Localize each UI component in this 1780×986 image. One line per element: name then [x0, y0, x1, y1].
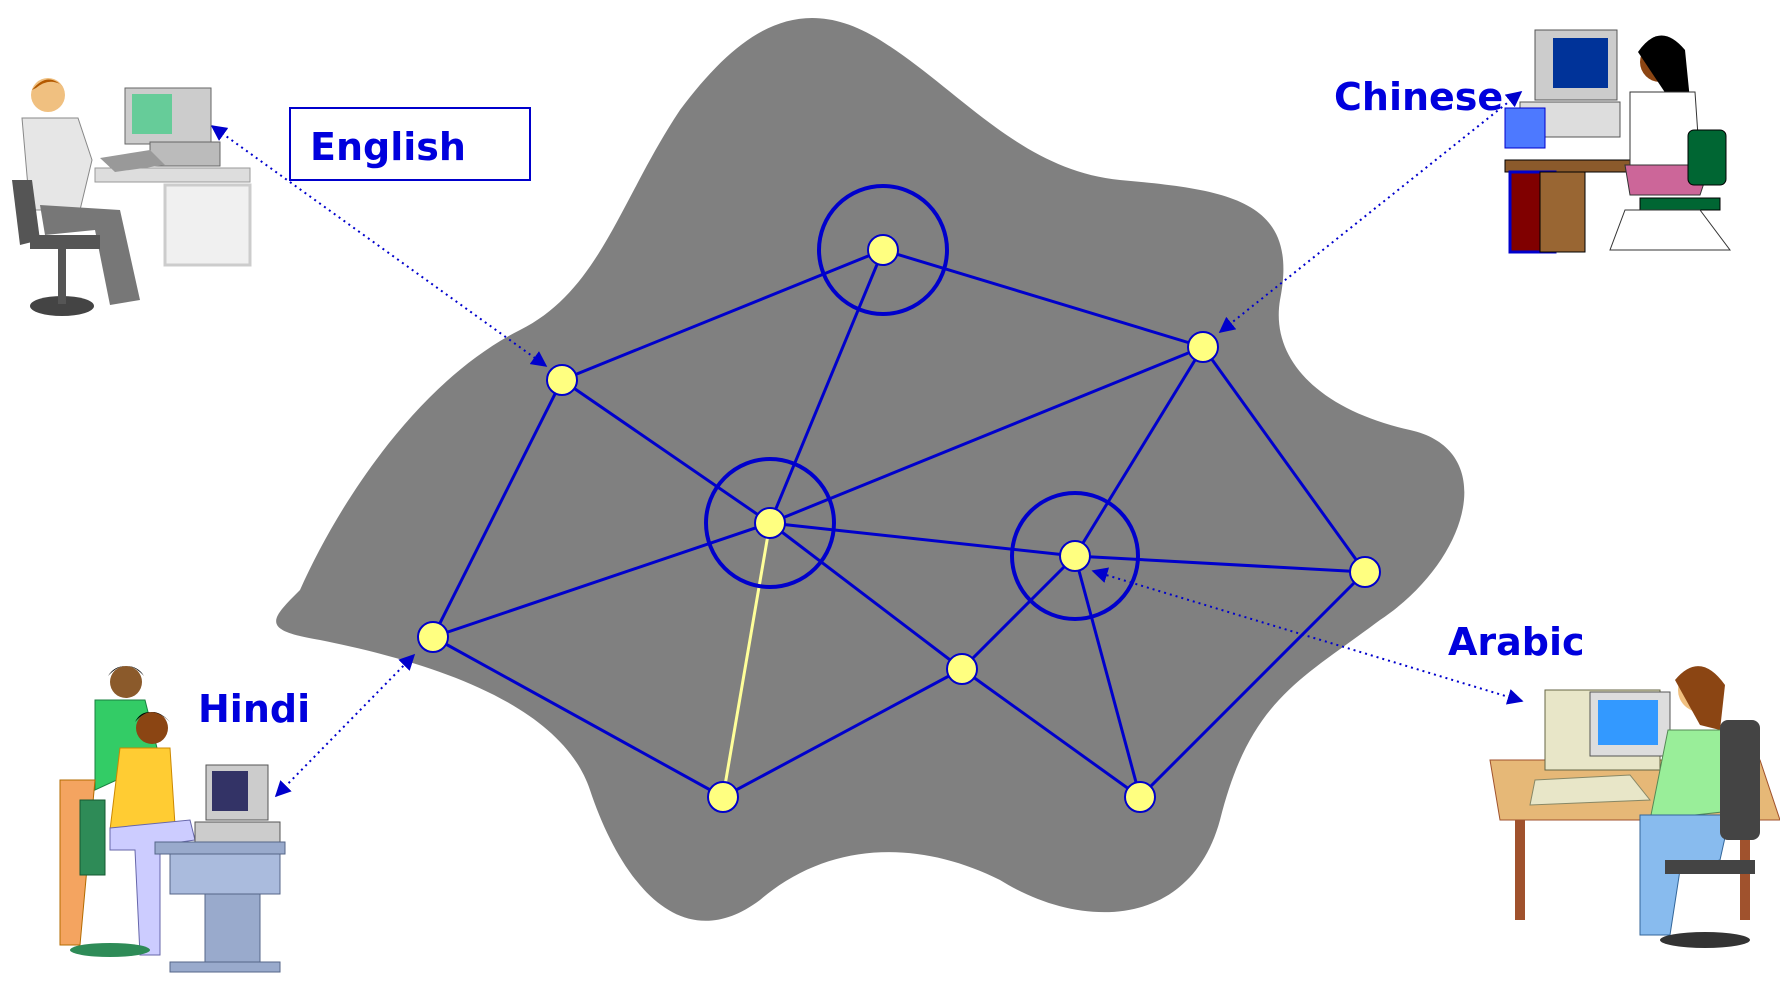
arabic-user-illustration	[1489, 666, 1780, 948]
english-connection	[210, 125, 548, 367]
hindi-standing-head	[110, 666, 142, 698]
network-link	[432, 521, 771, 639]
chinese-screen	[1553, 38, 1608, 88]
network-link	[769, 345, 1204, 525]
network-link	[882, 248, 1204, 349]
network-link	[768, 249, 885, 524]
arabic-label: Arabic	[1448, 620, 1585, 664]
chinese-drawers	[1539, 171, 1586, 253]
english-user-illustration	[12, 78, 252, 316]
user-connections	[210, 91, 1524, 798]
network-link	[1073, 346, 1205, 557]
chinese-label: Chinese	[1334, 75, 1503, 119]
network-node	[1349, 556, 1381, 588]
arabic-chair-base	[1660, 932, 1750, 948]
english-trousers	[40, 205, 140, 305]
hindi-chair-back	[79, 799, 106, 876]
hindi-desk-pedestal	[204, 893, 261, 965]
english-head	[31, 78, 65, 112]
hub-ring	[1010, 491, 1140, 621]
network-link	[432, 635, 724, 799]
chinese-connection	[1218, 91, 1523, 333]
hindi-chair-base	[70, 943, 150, 957]
network-links	[431, 248, 1367, 799]
network-node	[417, 621, 449, 653]
network-link	[431, 379, 564, 638]
arabic-keyboard	[1529, 774, 1652, 806]
hindi-desk-top	[154, 841, 286, 855]
network-node	[1059, 540, 1091, 572]
english-desk-frame	[163, 183, 252, 267]
network-link	[960, 554, 1077, 671]
network-node	[1187, 331, 1219, 363]
hindi-users-illustration	[59, 666, 286, 973]
chinese-legs	[1609, 209, 1731, 251]
network-node	[946, 653, 978, 685]
english-chair-base	[30, 296, 94, 316]
hindi-desk-drawer	[169, 853, 281, 895]
english-chair-seat	[30, 235, 100, 249]
chinese-user-illustration	[1504, 29, 1731, 254]
network-node	[1124, 781, 1156, 813]
hub-rings	[704, 184, 1140, 621]
hub-ring	[817, 184, 949, 316]
hindi-seated-head	[136, 712, 168, 744]
network-link	[1201, 346, 1367, 573]
hub-ring	[704, 457, 836, 589]
network-link	[769, 521, 963, 671]
arabic-connection	[1091, 567, 1524, 705]
arabic-chair-seat	[1665, 860, 1755, 874]
arabic-hair	[1675, 666, 1725, 730]
english-keyboard	[100, 150, 165, 172]
hindi-screen	[212, 771, 248, 811]
hindi-cpu	[194, 821, 281, 843]
network-node	[867, 234, 899, 266]
hindi-standing-hair	[108, 666, 144, 676]
arabic-desk-leg-left	[1515, 820, 1525, 920]
highlight-link	[721, 522, 772, 798]
english-label: English	[310, 125, 466, 169]
chinese-chair-seat	[1639, 197, 1721, 211]
chinese-chair-back	[1687, 129, 1727, 186]
hindi-label: Hindi	[198, 687, 310, 731]
english-label-box	[289, 107, 531, 181]
hindi-desk-base	[169, 961, 281, 973]
english-screen	[132, 94, 172, 134]
network-link	[961, 667, 1141, 799]
hindi-seated-trousers	[109, 819, 196, 956]
network-link	[561, 378, 771, 525]
hindi-seated-shirt	[109, 747, 176, 831]
chinese-phone	[1504, 107, 1546, 149]
network-link	[722, 667, 963, 799]
chinese-hair	[1638, 35, 1690, 100]
network-node	[546, 364, 578, 396]
arabic-screen	[1598, 700, 1658, 745]
network-link	[769, 521, 1076, 558]
network-nodes	[417, 234, 1381, 813]
network-node	[754, 507, 786, 539]
arabic-chair-back	[1720, 720, 1760, 840]
english-hair	[32, 79, 64, 90]
english-chair-back	[12, 180, 40, 245]
english-chair-post	[58, 249, 66, 304]
network-link	[561, 248, 884, 382]
arabic-jeans	[1639, 814, 1731, 936]
network-node	[707, 781, 739, 813]
english-desk-top	[94, 167, 251, 183]
